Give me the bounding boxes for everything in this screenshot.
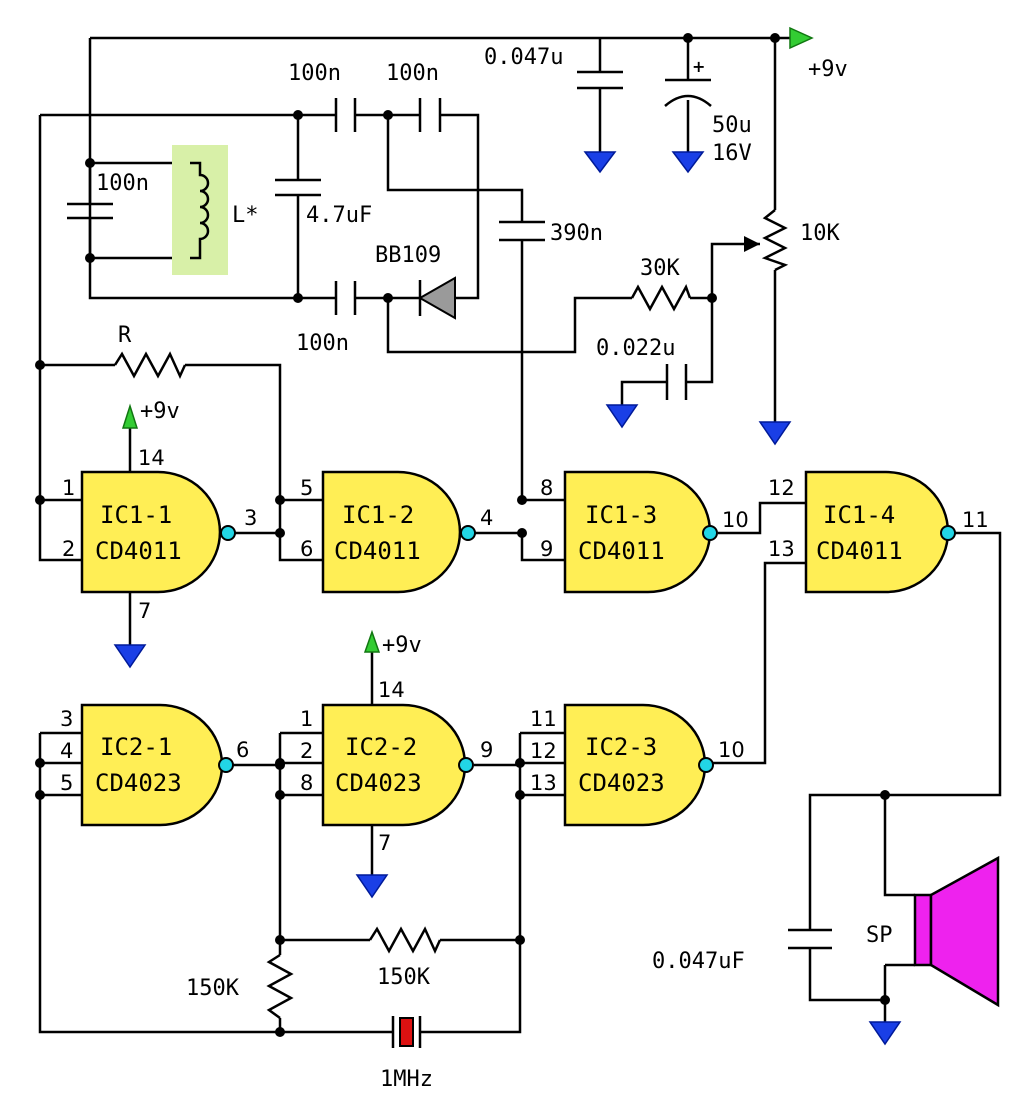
pin-label: 13 <box>530 771 557 795</box>
cap-0047uf-label: 0.047uF <box>652 949 745 974</box>
pin-label: 3 <box>244 506 257 530</box>
resistor-r-label: R <box>118 323 132 348</box>
pin-label: 8 <box>300 771 313 795</box>
crystal-label: 1MHz <box>380 1067 433 1092</box>
pin-label: 10 <box>718 738 745 762</box>
cap-50u-label: 50u <box>712 113 752 138</box>
cap-0047u-label: 0.047u <box>484 45 563 70</box>
pin-label: 14 <box>138 446 165 470</box>
resistor-30k-label: 30K <box>640 256 680 281</box>
pin-label: 8 <box>540 476 553 500</box>
pin-label: 12 <box>530 739 557 763</box>
ic2-2-name: IC2-2 <box>345 733 417 761</box>
varicap-label: BB109 <box>375 243 441 268</box>
pin-label: 1 <box>300 707 313 731</box>
ic1-1-part: CD4011 <box>95 537 182 565</box>
speaker-label: SP <box>866 923 893 948</box>
pin-label: 2 <box>62 537 75 561</box>
cap-100n-label: 100n <box>386 61 439 86</box>
pin-label: 14 <box>378 678 405 702</box>
pin-label: 7 <box>378 831 391 855</box>
inductor-label: L* <box>232 203 259 228</box>
ground-symbols <box>113 151 902 1046</box>
vcc-label: +9v <box>382 633 422 658</box>
pin-label: 5 <box>300 476 313 500</box>
pin-label: 6 <box>236 738 249 762</box>
ic1-4-part: CD4011 <box>816 537 903 565</box>
vcc-label: +9v <box>808 57 848 82</box>
pin-label: 10 <box>722 508 749 532</box>
ic2-1-part: CD4023 <box>95 769 182 797</box>
speaker <box>913 855 1000 1008</box>
cap-50u-voltage: 16V <box>712 141 752 166</box>
ic2-2-part: CD4023 <box>335 769 422 797</box>
pin-label: 7 <box>138 599 151 623</box>
cap-100n-label: 100n <box>288 61 341 86</box>
resistors <box>113 209 789 1020</box>
wires <box>38 36 1002 1034</box>
pin-label: 9 <box>480 738 493 762</box>
pin-label: 2 <box>300 739 313 763</box>
ic1-1-name: IC1-1 <box>100 501 172 529</box>
cap-0022u-label: 0.022u <box>596 336 675 361</box>
pin-label: 11 <box>962 508 989 532</box>
pot-10k-label: 10K <box>800 221 840 246</box>
svg-text:+: + <box>692 57 705 76</box>
cap-4-7uf-label: 4.7uF <box>306 203 372 228</box>
inductor <box>172 145 228 275</box>
pin-label: 9 <box>540 537 553 561</box>
ic2-1-name: IC2-1 <box>100 733 172 761</box>
vcc-symbols <box>121 26 814 653</box>
pin-label: 4 <box>60 739 73 763</box>
ic2-3-part: CD4023 <box>578 769 665 797</box>
logic-gates <box>80 470 956 827</box>
ic1-2-part: CD4011 <box>334 537 421 565</box>
resistor-150k-label: 150K <box>377 965 431 990</box>
pin-label: 4 <box>480 506 493 530</box>
capacitors: + <box>67 57 832 970</box>
cap-100n-label: 100n <box>296 331 349 356</box>
ic1-3-name: IC1-3 <box>585 501 657 529</box>
pin-label: 13 <box>768 537 795 561</box>
ic1-3-part: CD4011 <box>578 537 665 565</box>
vcc-label: +9v <box>140 399 180 424</box>
ic2-3-name: IC2-3 <box>585 733 657 761</box>
pin-label: 3 <box>60 707 73 731</box>
crystal <box>391 1016 422 1048</box>
junctions <box>35 33 890 1037</box>
pin-label: 11 <box>530 707 557 731</box>
varicap-diode <box>417 276 456 320</box>
ic1-2-name: IC1-2 <box>342 501 414 529</box>
cap-100n-label: 100n <box>96 171 149 196</box>
cap-390n-label: 390n <box>550 221 603 246</box>
pin-label: 12 <box>768 476 795 500</box>
ic1-4-name: IC1-4 <box>823 501 895 529</box>
pin-label: 1 <box>62 476 75 500</box>
pin-label: 6 <box>300 537 313 561</box>
pin-label: 5 <box>60 771 73 795</box>
resistor-150k-label: 150K <box>186 976 240 1001</box>
